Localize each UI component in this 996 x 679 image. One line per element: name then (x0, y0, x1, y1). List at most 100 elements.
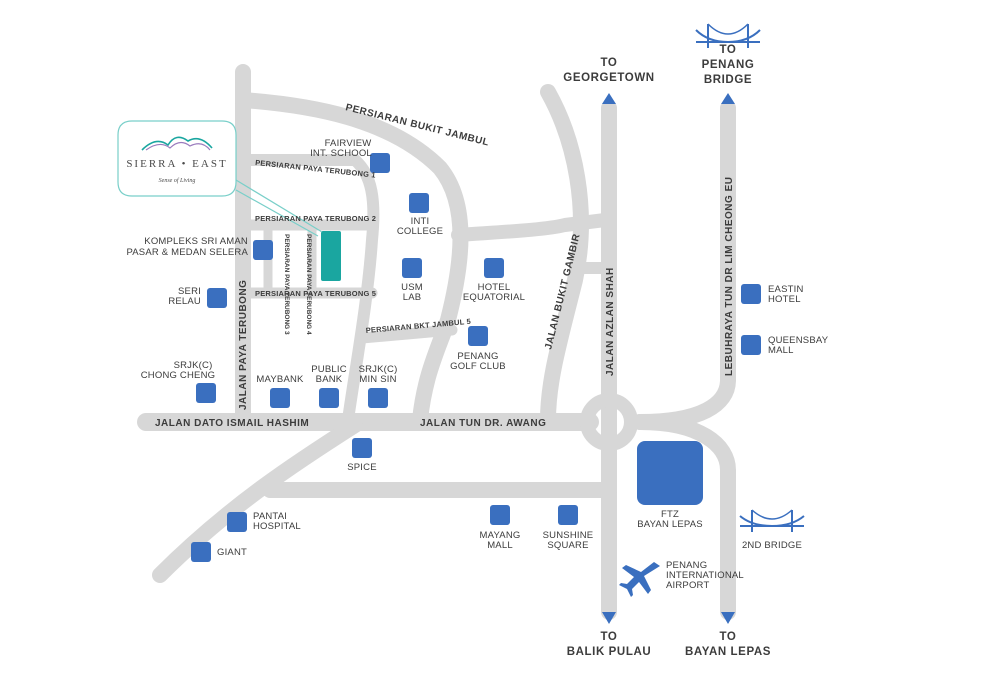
logo-callout: SIERRA • EAST Sense of Living (117, 120, 323, 237)
road-lebuhraya (632, 100, 736, 430)
poi-label: INTERNATIONAL (666, 570, 744, 581)
arrow-up-icon (721, 93, 735, 104)
to-bayan-lepas-label-1: TO (720, 631, 737, 643)
bridge-icon (695, 23, 761, 48)
arrow-up-icon (602, 93, 616, 104)
poi-label: EASTIN (768, 284, 804, 295)
roundabout (580, 393, 638, 451)
poi-queensbay-marker[interactable] (741, 335, 761, 355)
poi-markers (191, 153, 761, 562)
poi-label: FAIRVIEW (325, 138, 372, 149)
poi-label: LAB (403, 292, 422, 303)
poi-label: USM (401, 282, 423, 293)
poi-label: QUEENSBAY (768, 335, 829, 346)
airplane-icon (619, 562, 660, 597)
road-lebuhraya-south (632, 414, 736, 620)
poi-label: SUNSHINE (543, 530, 594, 541)
poi-maybank-marker[interactable] (270, 388, 290, 408)
poi-label: HOTEL (768, 294, 801, 305)
poi-label: PENANG (457, 351, 498, 362)
poi-kompleks-marker[interactable] (253, 240, 273, 260)
poi-label: HOTEL (478, 282, 511, 293)
poi-label: GOLF CLUB (450, 361, 506, 372)
poi-label: PASAR & MEDAN SELERA (126, 247, 248, 258)
poi-pantai-marker[interactable] (227, 512, 247, 532)
poi-label: MALL (487, 540, 513, 551)
project-site-marker[interactable] (321, 231, 341, 281)
to-georgetown-label-1: TO (601, 57, 618, 69)
poi-mayang-marker[interactable] (490, 505, 510, 525)
road-label-paya-terubong-3: PERSIARAN PAYA TERUBONG 3 (283, 234, 290, 335)
poi-label: PENANG (666, 560, 707, 571)
poi-label: 2ND BRIDGE (742, 540, 802, 551)
poi-label: EQUATORIAL (463, 292, 525, 303)
road-connector-north (451, 213, 612, 242)
road-label-paya-terubong-5: PERSIARAN PAYA TERUBONG 5 (255, 289, 376, 298)
poi-label: SQUARE (547, 540, 588, 551)
direction-arrows (602, 93, 735, 624)
poi-label: INT. SCHOOL (310, 148, 372, 159)
poi-label: SRJK(C) (174, 360, 213, 371)
direction-labels: TO GEORGETOWN TO PENANG BRIDGE TO BALIK … (563, 44, 771, 658)
road-south-west-diagonal (152, 417, 363, 583)
poi-label: SRJK(C) (359, 364, 398, 375)
poi-spice-marker[interactable] (352, 438, 372, 458)
road-label-jalan-tun-dr-awang: JALAN TUN DR. AWANG (420, 418, 546, 429)
road-label-jalan-azlan-shah: JALAN AZLAN SHAH (605, 267, 616, 376)
logo-name: SIERRA • EAST (126, 158, 227, 170)
poi-golf-marker[interactable] (468, 326, 488, 346)
road-label-paya-terubong-4: PERSIARAN PAYA TERUBONG 4 (305, 234, 312, 335)
poi-giant-marker[interactable] (191, 542, 211, 562)
to-balik-pulau-label-2: BALIK PULAU (567, 646, 652, 658)
road-persiaran-bukit-jambul (235, 92, 469, 428)
logo-tagline: Sense of Living (159, 177, 196, 184)
poi-label: SERI (178, 286, 201, 297)
poi-fairview-marker[interactable] (370, 153, 390, 173)
poi-label: PUBLIC (311, 364, 347, 375)
poi-seri-relau-marker[interactable] (207, 288, 227, 308)
poi-label: RELAU (168, 296, 201, 307)
road-label-lebuhraya: LEBUHRAYA TUN DR LIM CHEONG EU (724, 177, 735, 376)
road-label-jalan-dato-ismail-hashim: JALAN DATO ISMAIL HASHIM (155, 418, 309, 429)
poi-sunshine-marker[interactable] (558, 505, 578, 525)
arrow-down-icon (721, 612, 735, 624)
poi-labels: FAIRVIEW INT. SCHOOL INTI COLLEGE KOMPLE… (126, 138, 828, 591)
poi-inti-marker[interactable] (409, 193, 429, 213)
poi-ftz-marker[interactable] (637, 441, 703, 505)
poi-label: MALL (768, 345, 794, 356)
poi-label: AIRPORT (666, 580, 709, 591)
poi-eastin-marker[interactable] (741, 284, 761, 304)
poi-label: MIN SIN (359, 374, 396, 385)
poi-label: GIANT (217, 547, 247, 558)
bridge-icon (739, 509, 805, 532)
to-balik-pulau-label-1: TO (601, 631, 618, 643)
to-penang-bridge-label-3: BRIDGE (704, 74, 752, 86)
poi-min-sin-marker[interactable] (368, 388, 388, 408)
to-bayan-lepas-label-2: BAYAN LEPAS (685, 646, 771, 658)
arrow-down-icon (602, 612, 616, 624)
poi-label: BANK (316, 374, 343, 385)
to-penang-bridge-label-2: PENANG (702, 59, 755, 71)
poi-usm-marker[interactable] (402, 258, 422, 278)
road-network (137, 64, 736, 620)
poi-label: HOSPITAL (253, 521, 301, 532)
poi-label: MAYANG (480, 530, 521, 541)
poi-chong-cheng-marker[interactable] (196, 383, 216, 403)
poi-label: SPICE (347, 462, 377, 473)
poi-label: COLLEGE (397, 226, 443, 237)
road-bkt-jambul-5 (356, 324, 458, 344)
poi-equatorial-marker[interactable] (484, 258, 504, 278)
road-label-jalan-paya-terubong: JALAN PAYA TERUBONG (238, 280, 249, 410)
poi-label: PANTAI (253, 511, 287, 522)
poi-public-bank-marker[interactable] (319, 388, 339, 408)
logo-mark-icon (141, 136, 213, 151)
poi-label: MAYBANK (256, 374, 304, 385)
poi-label: BAYAN LEPAS (637, 519, 703, 530)
poi-label: CHONG CHENG (141, 370, 216, 381)
poi-label: FTZ (661, 509, 679, 520)
road-label-paya-terubong-2: PERSIARAN PAYA TERUBONG 2 (255, 214, 376, 223)
poi-label: KOMPLEKS SRI AMAN (144, 236, 248, 247)
road-paya-terubong-1 (237, 154, 380, 426)
